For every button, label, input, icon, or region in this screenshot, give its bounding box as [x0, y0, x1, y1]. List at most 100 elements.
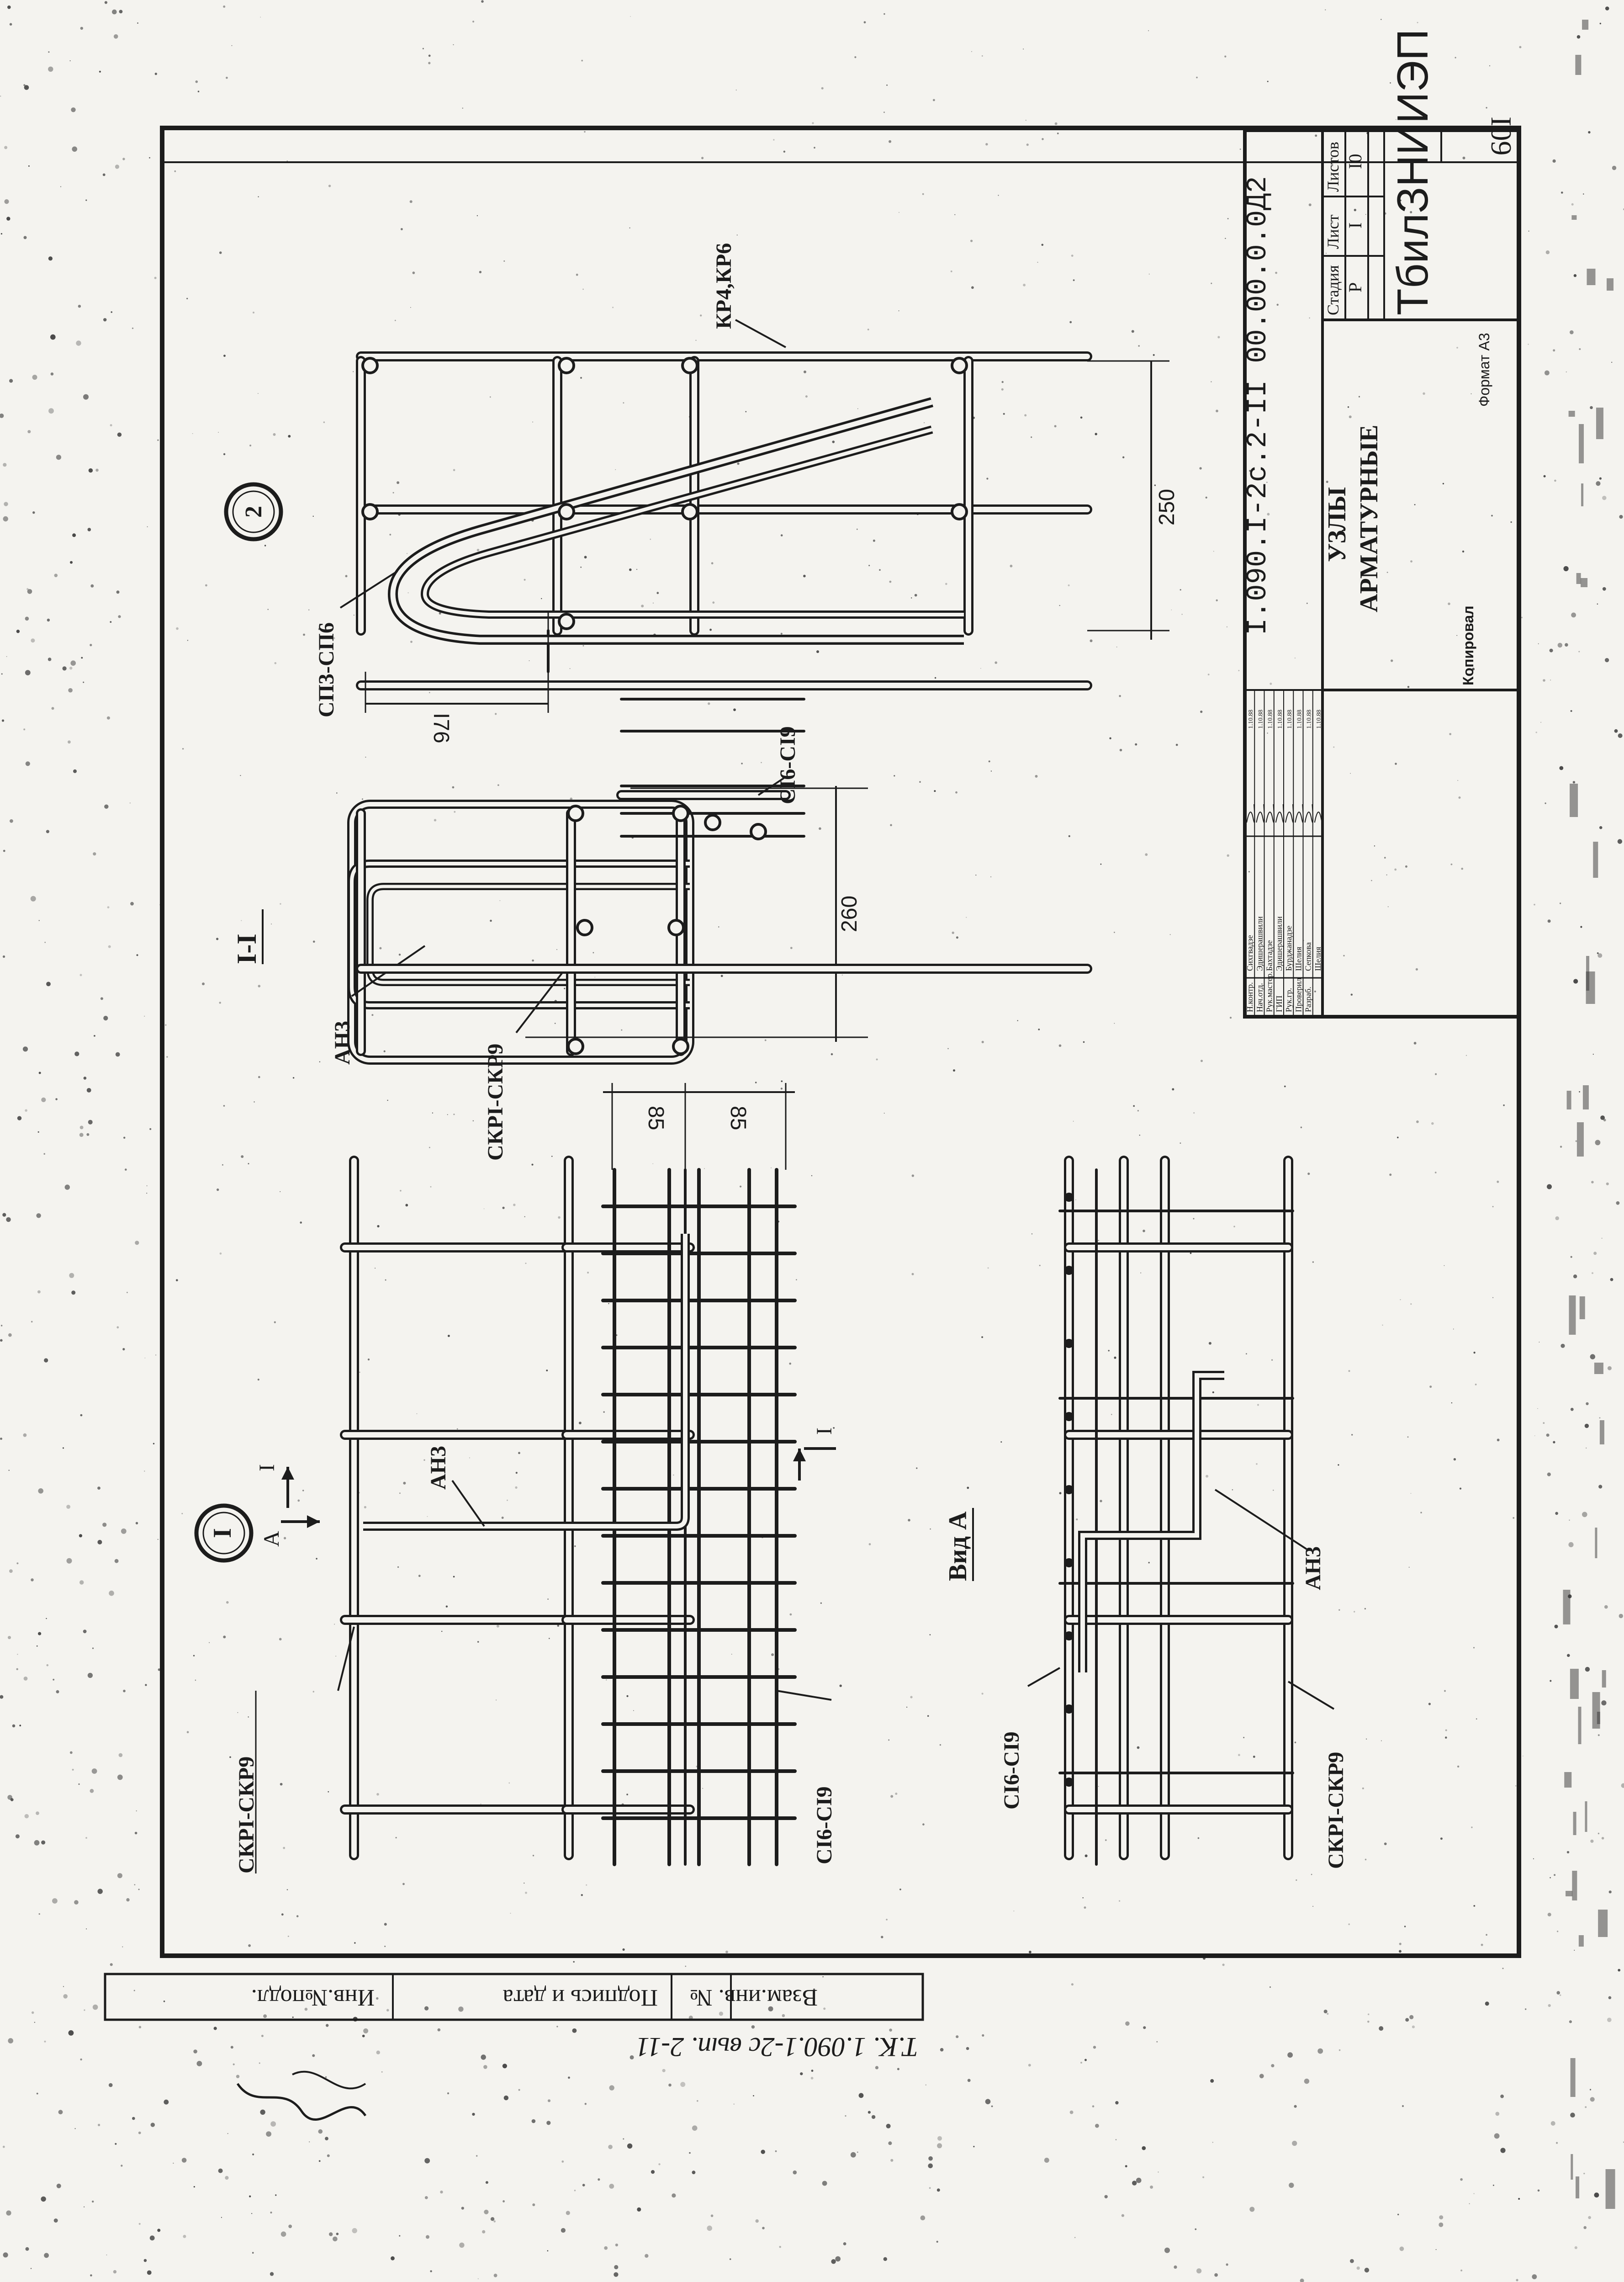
node-1-label-c: СI6-СI9: [812, 1786, 836, 1864]
section-1-1-label-an: АН3: [330, 1021, 354, 1065]
view-a-title: Вид А: [944, 1511, 972, 1581]
handwritten-reference: Т.К. 1.090.1-2с вып. 2-11: [636, 2032, 918, 2062]
bar-section: [951, 357, 968, 374]
bar-dot: [1064, 1193, 1074, 1202]
stage-value: Р: [1345, 282, 1365, 292]
node-1-marker: [194, 1503, 254, 1563]
bar-dot: [1064, 1631, 1074, 1640]
section-1-1-dim: 260: [837, 896, 862, 932]
handwritten-initials: [1285, 804, 1294, 823]
signature-row-role: Разраб.: [1304, 987, 1313, 1012]
handwritten-initials: [1275, 804, 1285, 823]
handwritten-initials: [1314, 804, 1323, 823]
drawing-designation: I.090.I-2с.2-II 00.00.0.0Д2: [1242, 176, 1274, 635]
view-a-label-c: СI6-СI9: [1000, 1731, 1024, 1810]
organization-name: ТбилЗНИИЭП: [1388, 29, 1437, 315]
handwritten-signature: [236, 2083, 367, 2121]
bar-dot: [1064, 1778, 1074, 1787]
bar-dot: [1064, 1266, 1074, 1275]
bar-section: [672, 805, 689, 822]
bar-section: [567, 805, 584, 822]
bar-section: [576, 919, 593, 936]
copied-label: Копировал: [1460, 605, 1476, 685]
handwritten-initials: [1304, 804, 1314, 823]
left-stamp: Взам.инв. № Подпись и дата Инв.№подл. Т.…: [104, 1973, 924, 2121]
signature-row-name: Шелия: [1294, 947, 1303, 971]
signature-row-date: 1.10.88: [1257, 710, 1264, 729]
stamp-cell-signature: Подпись и дата: [503, 1985, 658, 2011]
bar-section: [558, 503, 575, 520]
title-block: Н.контр.Сихгвадзе1.10.88Нач.отд.Эдишераш…: [1242, 29, 1521, 1019]
node-2-marker: [224, 482, 283, 541]
signature-row-date: 1.10.88: [1286, 710, 1293, 729]
signature-row-date: 1.10.88: [1306, 710, 1313, 729]
signature-row-role: Нач.отд.: [1255, 983, 1264, 1012]
node-1-label-an: АН3: [426, 1446, 450, 1490]
section-mark-top: I: [255, 1464, 279, 1471]
sheet-header: Лист: [1324, 214, 1342, 249]
bar-dot: [1064, 1339, 1074, 1348]
signature-row-name: Шелия: [1313, 947, 1322, 971]
signature-row-role: Рук.мастер.: [1265, 971, 1274, 1012]
signature-row-date: 1.10.88: [1277, 710, 1284, 729]
handwritten-initials: [1256, 804, 1265, 823]
anchor-bar: [363, 1234, 690, 1531]
bar-section: [681, 357, 698, 374]
drawing-frame: [160, 126, 1521, 1958]
node-1-drawing: I А I I 85 85 СКРI-СКР9 АН3 СI6-СI9: [194, 1083, 836, 1873]
stamp-cell-original: Инв.№подл.: [251, 1985, 375, 2011]
view-a-label-skr: СКРI-СКР9: [1324, 1752, 1348, 1869]
signature-row-date: 1.10.88: [1267, 710, 1274, 729]
sheets-value: I0: [1345, 154, 1365, 169]
bar-section: [667, 919, 685, 936]
format-label: Формат А3: [1476, 333, 1492, 407]
node-2-marker-label: 2: [241, 506, 267, 518]
bar-dot: [1064, 1558, 1074, 1567]
signature-row-role: Рук.гр.: [1284, 988, 1293, 1012]
section-mark-bottom: I: [812, 1428, 836, 1435]
node-2-dim-right: 250: [1155, 489, 1179, 525]
view-arrow-label: А: [259, 1531, 284, 1547]
bar-section: [704, 814, 721, 831]
signature-row-date: 1.10.88: [1296, 710, 1303, 729]
bar-section: [558, 357, 575, 374]
bar-section: [567, 1038, 584, 1055]
bar-dot: [1064, 1485, 1074, 1494]
sheets-header: Листов: [1324, 142, 1342, 192]
hairpin-bar: [387, 397, 964, 645]
view-a-anchor: [1078, 1371, 1224, 1672]
section-1-1-drawing: I-I АН3 СКРI-СКР9 СI6-СI9 260: [232, 698, 868, 1161]
bar-section: [558, 613, 575, 630]
signature-row-role: ГИП: [1275, 996, 1284, 1012]
signature-row-date: 1.10.88: [1248, 710, 1254, 729]
bar-section: [681, 503, 698, 520]
view-a-drawing: Вид А СI6-СI9 АН3 СКРI-СКР9: [944, 1156, 1348, 1869]
view-a-label-an: АН3: [1301, 1546, 1325, 1590]
node-1-dim-left: 85: [644, 1106, 668, 1130]
node-2-dim-left: I76: [429, 713, 453, 743]
node-2-drawing: 2 СП3-СП6 КР4,КР6 I76 250: [224, 243, 1179, 974]
section-1-1-title: I-I: [232, 934, 262, 964]
page-number: I09: [1485, 117, 1518, 155]
node-2-label-sp: СП3-СП6: [314, 622, 339, 717]
stamp-cell-replaced: Взам.инв. №: [690, 1985, 818, 2011]
bar-dot: [1064, 1704, 1074, 1714]
handwritten-initials: [1295, 804, 1304, 823]
signature-row-name: Эдишерашвили: [1255, 916, 1264, 971]
signature-row-name: Бурджанадзе: [1284, 926, 1293, 971]
signature-row-role: Проверил: [1294, 978, 1303, 1012]
bar-section: [750, 823, 767, 840]
node-1-dim-right: 85: [726, 1106, 750, 1130]
stage-header: Стадия: [1324, 265, 1342, 315]
cage-outline: [347, 800, 694, 1065]
bar-dot: [1064, 1412, 1074, 1421]
node-1-label-skr: СКРI-СКР9: [234, 1757, 259, 1873]
bar-section: [361, 357, 379, 374]
title-line-1: УЗЛЫ: [1323, 487, 1351, 562]
signature-row-name: Эдишерашвили: [1275, 916, 1284, 971]
signature-row-name: Бахтадзе: [1265, 940, 1274, 971]
handwritten-initials: [1246, 804, 1255, 823]
sheet-value: I: [1345, 223, 1365, 228]
